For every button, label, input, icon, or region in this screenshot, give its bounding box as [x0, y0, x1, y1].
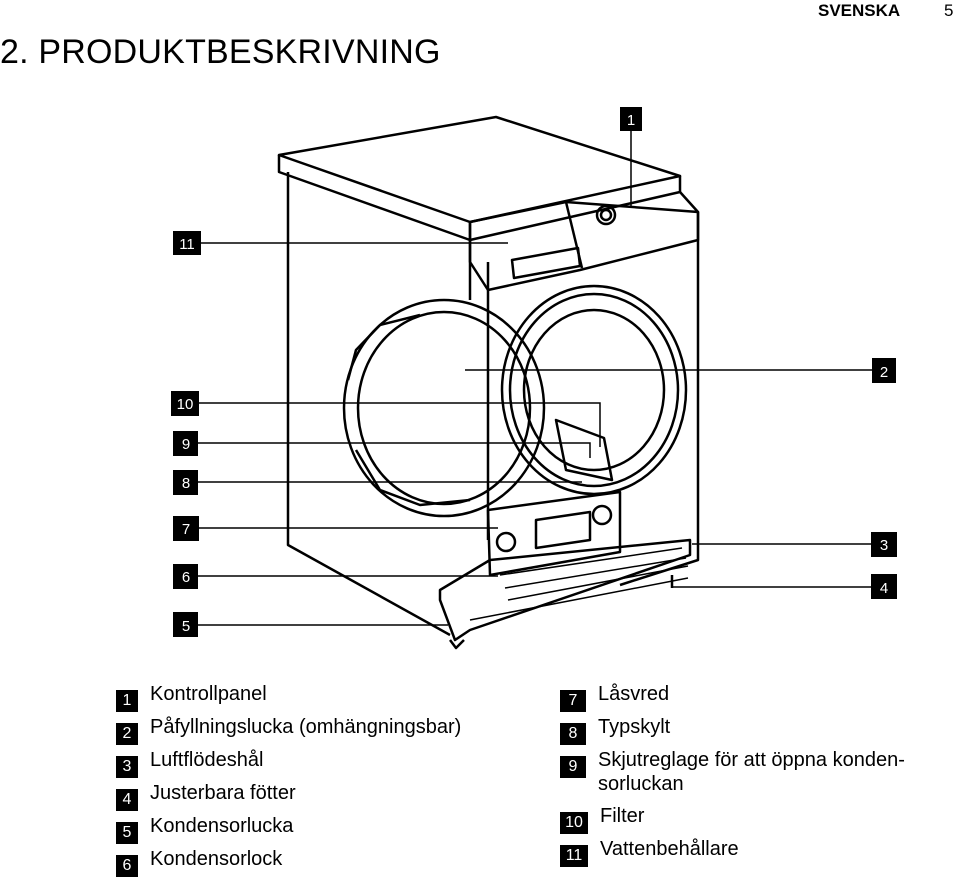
- legend-text: Kondensorlucka: [150, 815, 294, 837]
- legend-text: Kontrollpanel: [150, 683, 267, 705]
- drum-opening: [522, 308, 666, 472]
- lock-knob-left: [495, 531, 517, 553]
- callout-label: 2: [880, 364, 888, 381]
- callout-label: 1: [627, 112, 635, 129]
- callout-label: 5: [182, 618, 190, 635]
- legend-text: Kondensorlock: [150, 848, 283, 870]
- callout-2: 2: [872, 358, 896, 383]
- legend-text: Låsvred: [598, 683, 670, 705]
- callout-3: 3: [871, 532, 897, 557]
- legend-number: 9: [560, 756, 586, 778]
- legend-item-8: 8 Typskylt: [560, 715, 670, 745]
- legend-item-7: 7 Låsvred: [560, 682, 669, 712]
- callout-10: 10: [171, 391, 199, 416]
- page-title: 2. PRODUKTBESKRIVNING: [0, 33, 441, 71]
- callout-label: 6: [182, 569, 190, 586]
- legend-item-10: 10 Filter: [560, 804, 644, 834]
- callout-5: 5: [173, 612, 198, 637]
- callout-label: 11: [179, 236, 195, 253]
- callout-label: 9: [182, 436, 190, 453]
- condenser-lock: [534, 510, 592, 550]
- callout-8: 8: [173, 470, 198, 495]
- legend-number: 3: [116, 756, 138, 778]
- legend-item-9: 9 Skjutreglage för att öppna konden- sor…: [560, 748, 960, 796]
- callout-label: 4: [880, 580, 888, 597]
- dryer-side: [286, 172, 451, 637]
- legend-number: 8: [560, 723, 586, 745]
- door-glass: [356, 310, 532, 506]
- condenser-flap: [438, 538, 692, 642]
- callout-4: 4: [871, 574, 897, 599]
- legend-item-11: 11 Vattenbehållare: [560, 837, 739, 867]
- program-knob: [595, 204, 617, 226]
- legend-number: 10: [560, 812, 588, 834]
- callout-label: 10: [177, 396, 194, 413]
- legend-text: Skjutreglage för att öppna konden- sorlu…: [598, 749, 905, 795]
- callout-11: 11: [173, 231, 201, 255]
- callout-7: 7: [173, 516, 199, 541]
- header-language: SVENSKA: [818, 1, 901, 20]
- water-container-handle: [510, 246, 582, 280]
- legend-text: Typskylt: [598, 716, 671, 738]
- legend-item-6: 6 Kondensorlock: [116, 847, 282, 877]
- condenser-compartment: [486, 490, 622, 577]
- callout-label: 8: [182, 475, 190, 492]
- callout-9: 9: [173, 431, 198, 456]
- legend-text: Justerbara fötter: [150, 782, 296, 804]
- callout-label: 3: [880, 537, 888, 554]
- legend-text: Vattenbehållare: [600, 838, 739, 860]
- legend-number: 6: [116, 855, 138, 877]
- legend-number: 7: [560, 690, 586, 712]
- legend-item-2: 2 Påfyllningslucka (omhängningsbar): [116, 715, 461, 745]
- legend-item-1: 1 Kontrollpanel: [116, 682, 267, 712]
- callout-6: 6: [173, 564, 198, 589]
- legend-text: Påfyllningslucka (omhängningsbar): [150, 716, 462, 738]
- legend-item-4: 4 Justerbara fötter: [116, 781, 296, 811]
- legend-item-3: 3 Luftflödeshål: [116, 748, 263, 778]
- page-number: 5: [944, 1, 954, 20]
- legend-text: Filter: [600, 805, 645, 827]
- callout-1: 1: [620, 107, 642, 131]
- legend-number: 11: [560, 845, 588, 867]
- leader-lines: [198, 129, 872, 626]
- legend-number: 4: [116, 789, 138, 811]
- legend: 1 Kontrollpanel 2 Påfyllningslucka (omhä…: [0, 680, 960, 884]
- door-ring: [342, 298, 546, 518]
- legend-text: Luftflödeshål: [150, 749, 264, 771]
- legend-number: 5: [116, 822, 138, 844]
- lock-knob-right: [591, 504, 613, 526]
- callout-label: 7: [182, 521, 190, 538]
- control-panel: [468, 200, 700, 292]
- legend-number: 2: [116, 723, 138, 745]
- legend-item-5: 5 Kondensorlucka: [116, 814, 293, 844]
- legend-number: 1: [116, 690, 138, 712]
- filter: [554, 418, 614, 482]
